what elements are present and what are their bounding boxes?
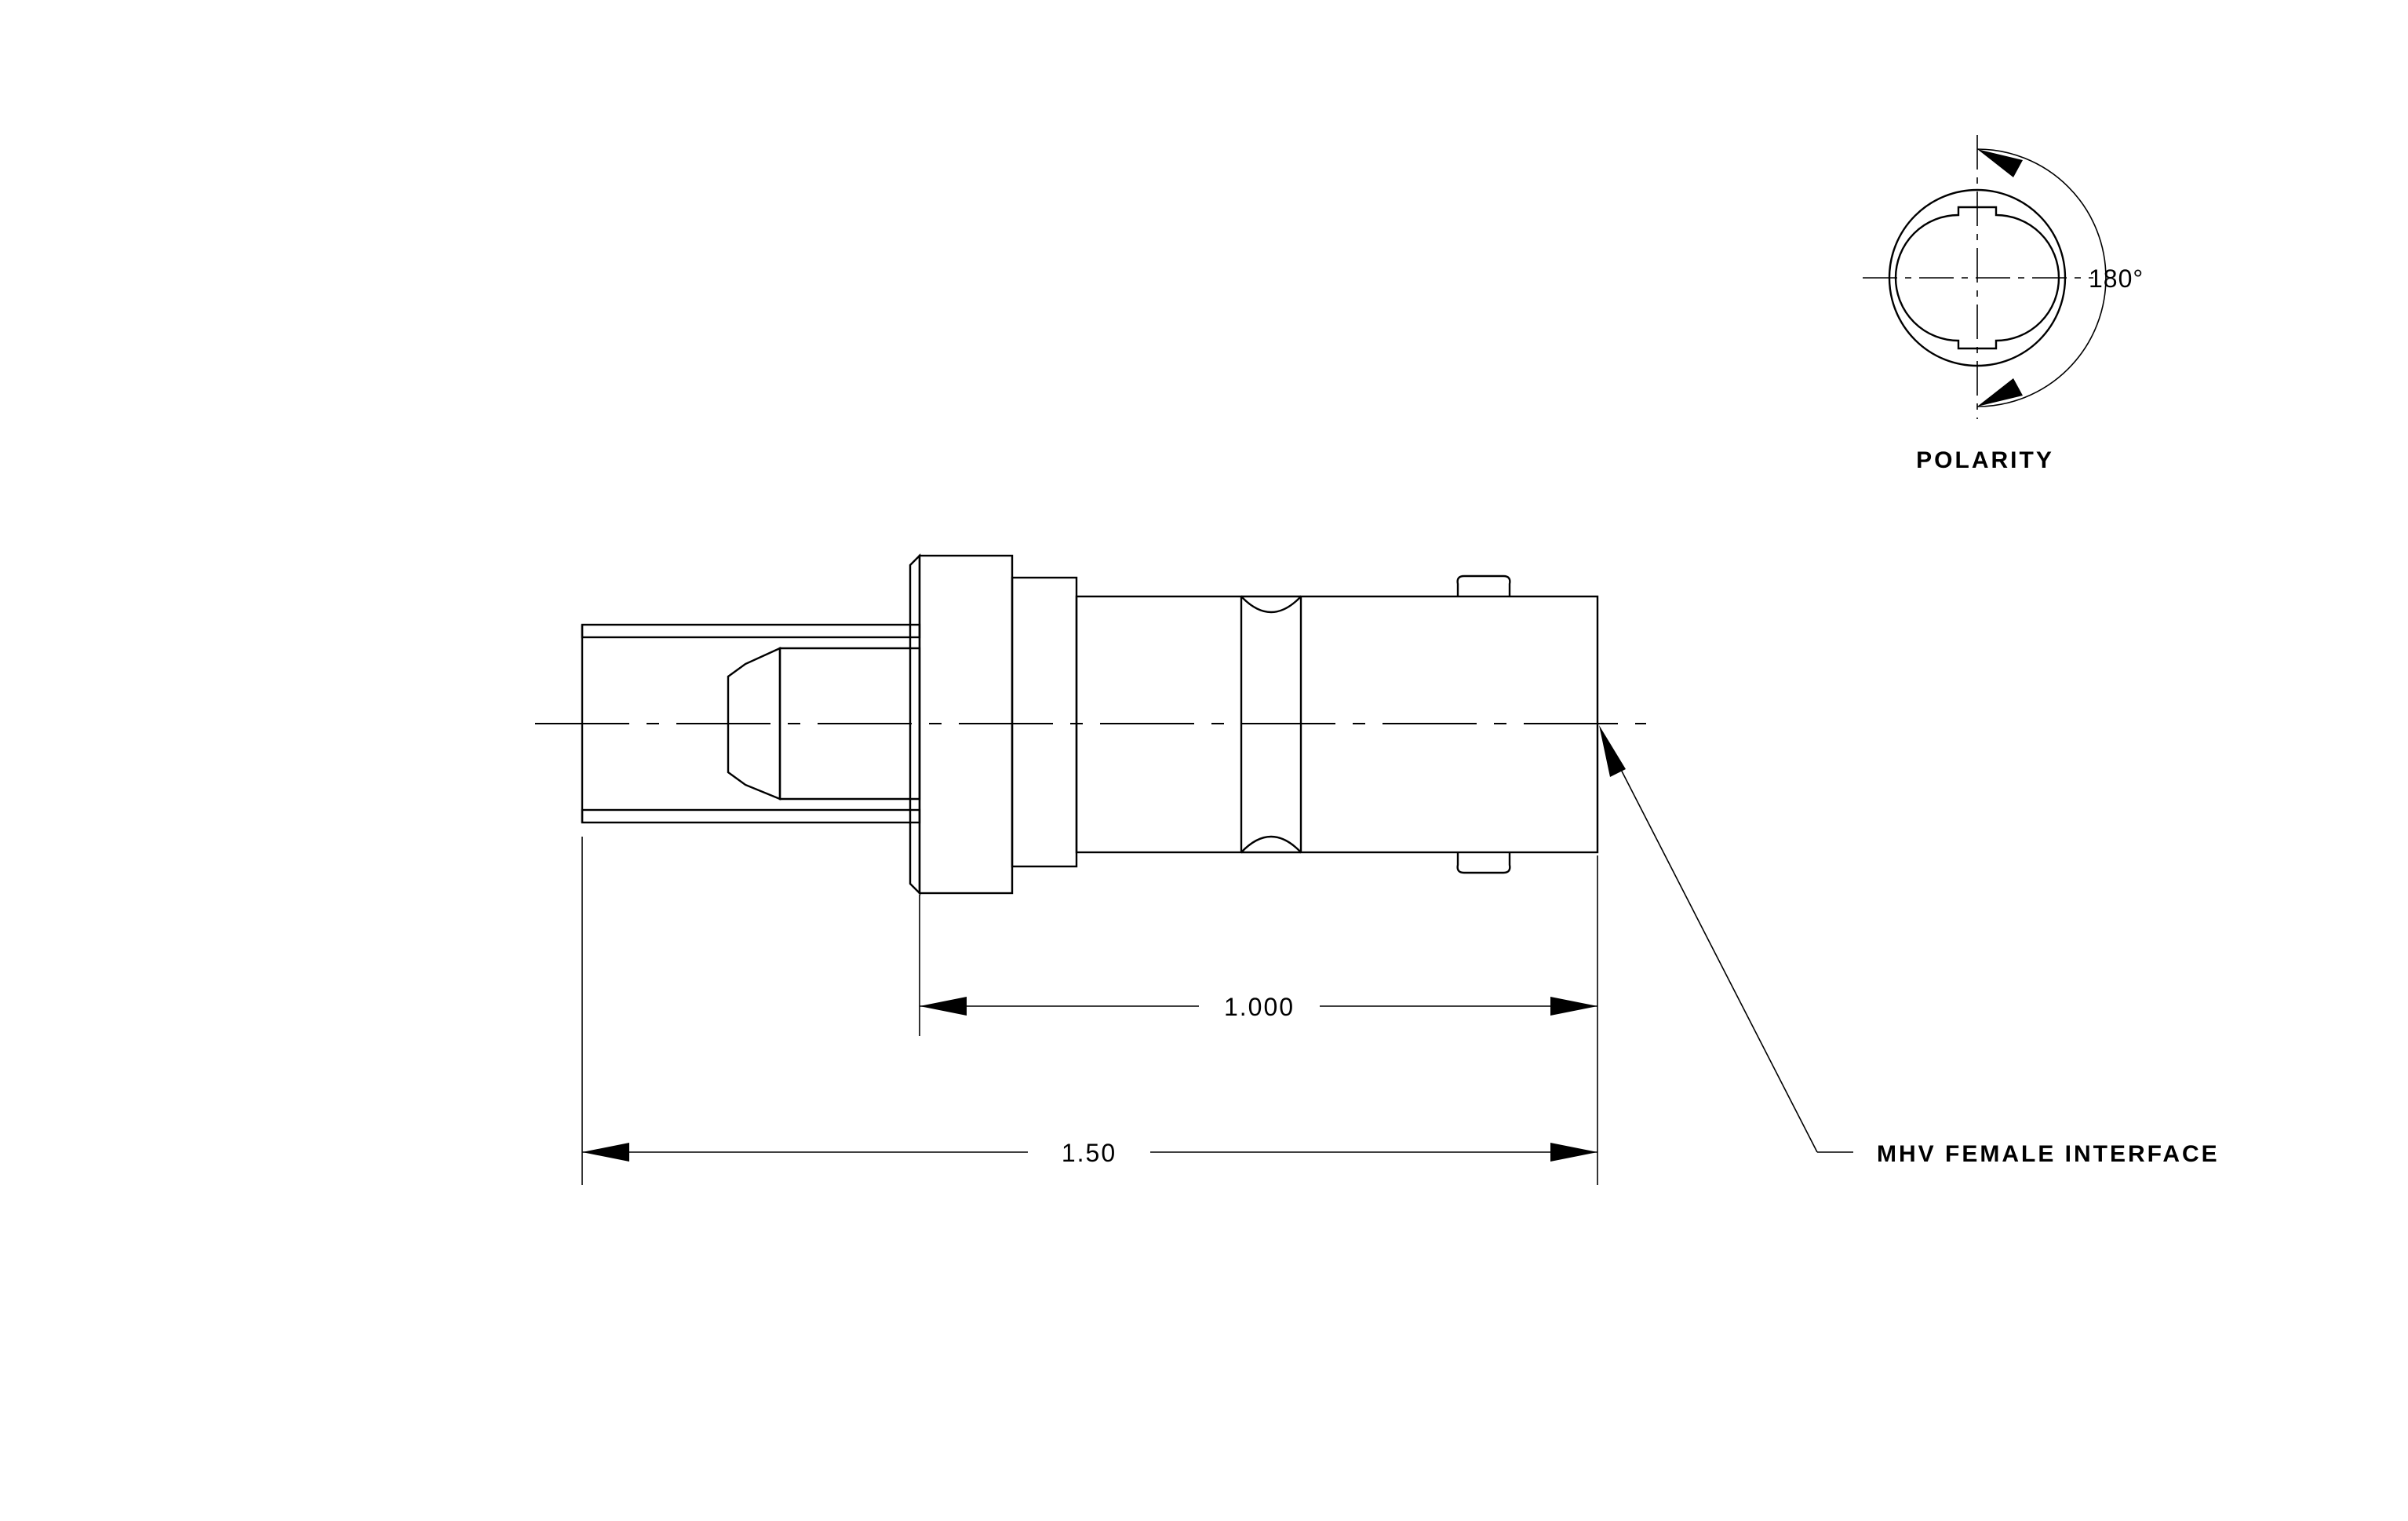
polarity-label: POLARITY (1916, 447, 2054, 473)
dimension-label-overall: 1.50 (1062, 1139, 1117, 1167)
interface-callout: MHV FEMALE INTERFACE (1599, 725, 2220, 1167)
bayonet-studs (1456, 574, 1511, 874)
dimension-overall-length: 1.50 (581, 837, 1597, 1185)
interface-label: MHV FEMALE INTERFACE (1877, 1141, 2220, 1167)
dimension-body-length: 1.000 (919, 855, 1598, 1185)
body-groove (1240, 595, 1302, 854)
connector-side-view (535, 553, 1646, 895)
step-collar (1011, 576, 1078, 868)
polarity-view: 180° POLARITY (1863, 135, 2144, 473)
polarity-angle-label: 180° (2089, 264, 2144, 293)
dimension-label-body: 1.000 (1224, 993, 1295, 1021)
